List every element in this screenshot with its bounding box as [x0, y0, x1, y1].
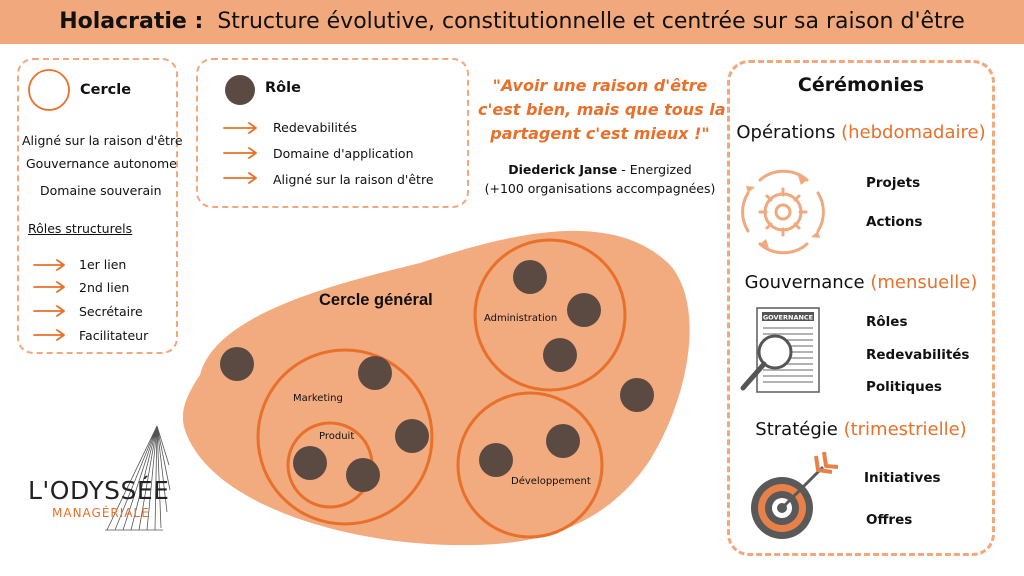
- strategie-heading: Stratégie (trimestrielle): [727, 419, 995, 440]
- gouvernance-frequency: (mensuelle): [870, 272, 978, 293]
- cercle-legend-box: [17, 58, 178, 354]
- governance-doc-label: GOVERNANCE: [763, 314, 813, 322]
- role-dot: [567, 293, 601, 327]
- developpement-label: Développement: [511, 475, 591, 487]
- gouvernance-label: Gouvernance: [744, 272, 865, 293]
- roles-structurels-heading: Rôles structurels: [28, 221, 133, 236]
- header-bar: [0, 0, 1024, 44]
- operations-heading: Opérations (hebdomadaire): [727, 122, 995, 143]
- quote-line-1: "Avoir une raison d'être: [492, 76, 708, 95]
- strategie-frequency: (trimestrielle): [843, 419, 967, 440]
- strategie-label: Stratégie: [755, 419, 838, 440]
- title-main: Holacratie :: [59, 9, 204, 34]
- role-item-aligne: Aligné sur la raison d'être: [273, 172, 434, 187]
- role-dot: [220, 347, 254, 381]
- circle-developpement: [456, 391, 604, 539]
- role-dot: [543, 338, 577, 372]
- role-dot: [293, 446, 327, 480]
- operations-item-projets: Projets: [866, 175, 921, 191]
- roles-arrows: [33, 259, 65, 341]
- operations-frequency: (hebdomadaire): [841, 122, 986, 143]
- quote-author: Diederick Janse: [508, 162, 618, 177]
- logo-sail-mark: [105, 425, 171, 531]
- administration-label: Administration: [484, 313, 557, 324]
- produit-label: Produit: [319, 431, 354, 442]
- quote-line-3: partagent c'est mieux !": [490, 124, 710, 143]
- operations-label: Opérations: [736, 122, 836, 143]
- arrow-right-icon: [223, 122, 257, 134]
- role-dot: [358, 356, 392, 390]
- cercle-item-3: Domaine souverain: [40, 183, 162, 198]
- ceremonies-box: [727, 60, 995, 556]
- logo-text-line2: MANAGÉRIALE: [52, 506, 150, 520]
- quote-line-2: c'est bien, mais que tous la: [478, 100, 726, 119]
- role-2nd-lien: 2nd lien: [79, 280, 130, 295]
- quote-author-detail: (+100 organisations accompagnées): [484, 181, 716, 196]
- gouvernance-item-redevabilites: Redevabilités: [866, 347, 970, 363]
- governance-document-icon: GOVERNANCE: [740, 307, 820, 393]
- cercle-legend-title: Cercle: [80, 82, 132, 98]
- role-dot: [513, 260, 547, 294]
- role-dot-icon: [225, 75, 255, 105]
- circle-marketing: [256, 348, 434, 526]
- role-1er-lien: 1er lien: [79, 257, 127, 272]
- page-title: Holacratie : Structure évolutive, consti…: [0, 0, 1024, 44]
- strategie-item-initiatives: Initiatives: [864, 470, 941, 486]
- marketing-label: Marketing: [293, 393, 343, 404]
- arrow-right-icon: [223, 147, 257, 159]
- circle-administration: [473, 238, 627, 392]
- logo-text-line1: L'ODYSSÉE: [28, 476, 170, 505]
- gouvernance-item-roles: Rôles: [866, 314, 908, 330]
- operations-item-actions: Actions: [866, 214, 923, 230]
- role-dot: [395, 419, 429, 453]
- cercle-icon: [28, 69, 70, 111]
- strategie-item-offres: Offres: [866, 512, 913, 528]
- quote-text: "Avoir une raison d'être c'est bien, mai…: [478, 74, 726, 146]
- role-dot: [546, 424, 580, 458]
- role-legend-box: [196, 58, 469, 208]
- role-dot: [346, 458, 380, 492]
- role-arrows: [223, 122, 257, 184]
- quote-author-line: Diederick Janse - Energized: [478, 162, 722, 177]
- role-item-redevabilites: Redevabilités: [273, 120, 357, 135]
- role-facilitateur: Facilitateur: [79, 328, 149, 343]
- arrow-right-icon: [223, 172, 257, 184]
- role-legend-title: Rôle: [265, 80, 301, 96]
- ceremonies-title: Cérémonies: [797, 74, 925, 96]
- cercle-item-1: Aligné sur la raison d'être: [22, 133, 183, 148]
- gouvernance-heading: Gouvernance (mensuelle): [727, 272, 995, 293]
- role-dot: [479, 443, 513, 477]
- target-icon: [751, 451, 839, 539]
- gouvernance-item-politiques: Politiques: [866, 379, 942, 395]
- cercle-general-label: Cercle général: [319, 291, 433, 309]
- quote-author-org: - Energized: [617, 162, 692, 177]
- role-dot: [620, 378, 654, 412]
- holacracy-diagram: Cercle général Administration Marketing …: [182, 230, 690, 546]
- cercle-item-2: Gouvernance autonome: [26, 156, 177, 171]
- gear-cycle-icon: [741, 169, 825, 255]
- arrow-right-icon: [33, 305, 65, 317]
- arrow-right-icon: [33, 329, 65, 341]
- arrow-right-icon: [33, 281, 65, 293]
- role-item-domaine: Domaine d'application: [273, 146, 414, 161]
- role-secretaire: Secrétaire: [79, 304, 143, 319]
- title-subtitle: Structure évolutive, constitutionnelle e…: [217, 9, 965, 34]
- arrow-right-icon: [33, 259, 65, 271]
